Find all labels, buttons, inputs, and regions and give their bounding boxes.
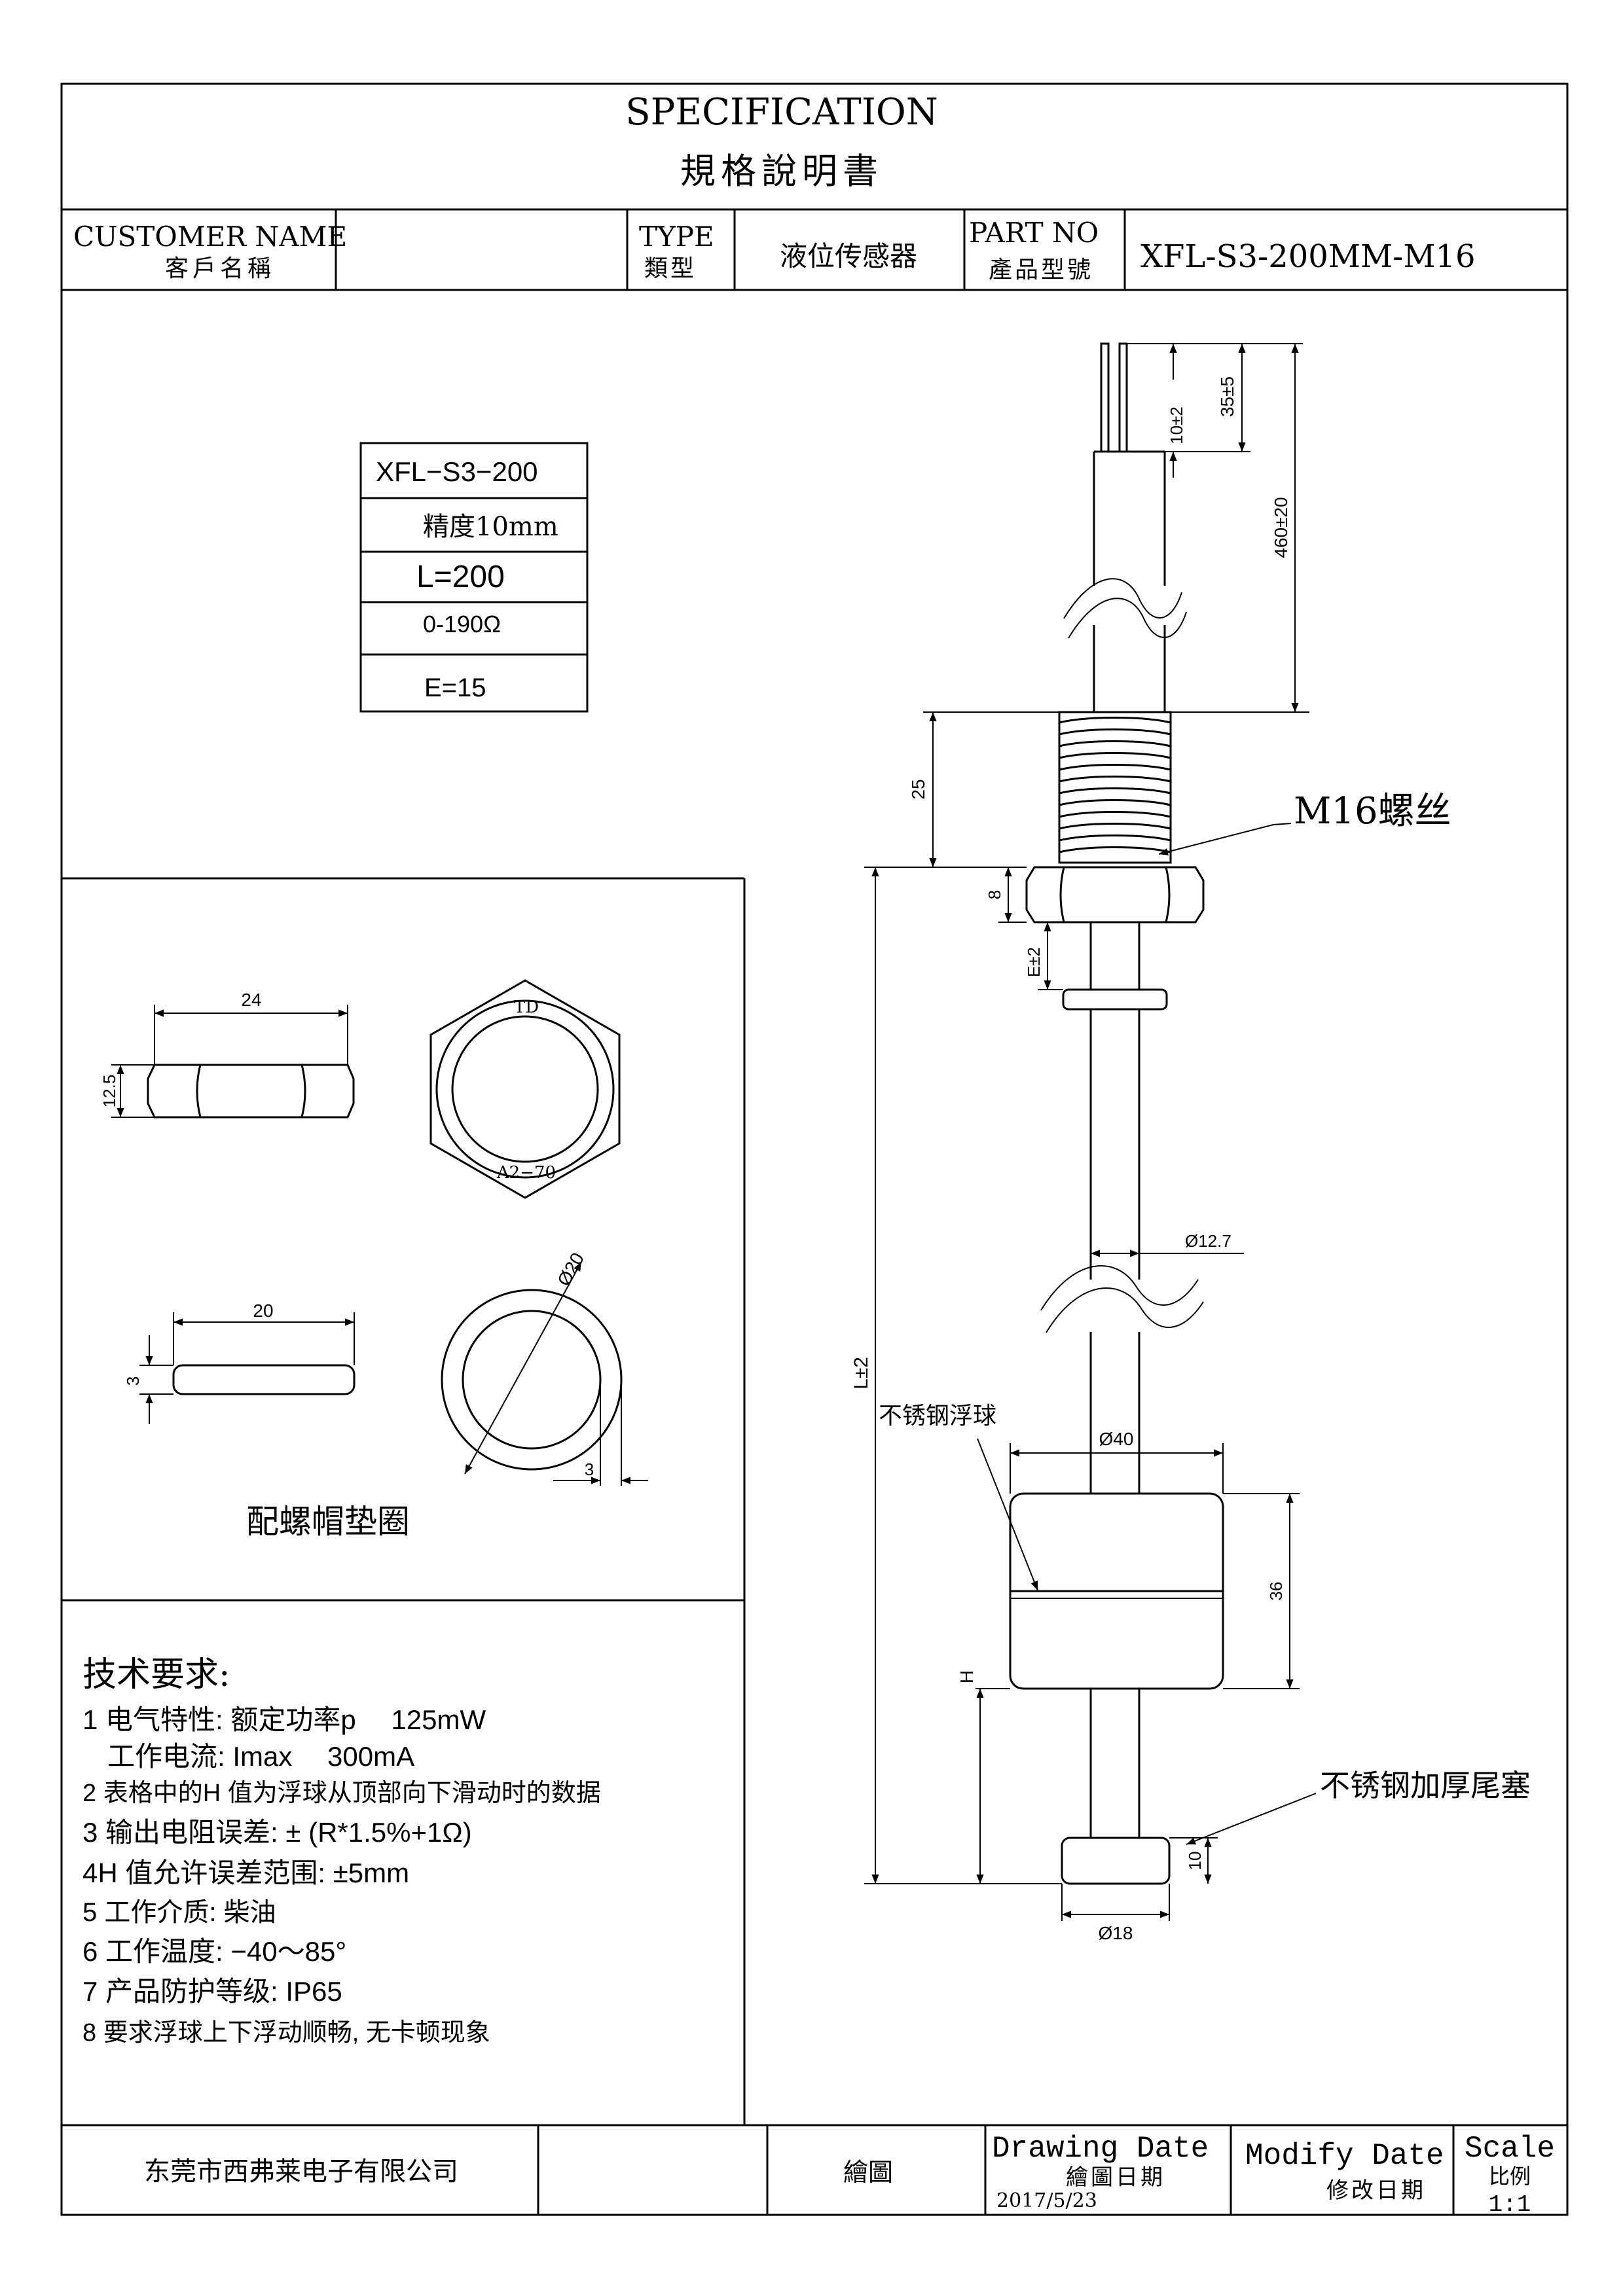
washer-top-view	[441, 1261, 648, 1486]
nut-width-label: 24	[241, 990, 261, 1010]
washer-side-view	[139, 1312, 356, 1424]
requirement-6: 6 工作温度: −40～85°	[82, 1936, 346, 1967]
dim-thread-length: 25	[908, 779, 928, 799]
nut-side-view	[111, 1005, 355, 1119]
drawing-frame	[60, 82, 1569, 2216]
drawing-date-label-zh: 繪圖日期	[1066, 2165, 1165, 2192]
thread-callout: M16螺丝	[1294, 790, 1451, 833]
dim-e: E±2	[1024, 947, 1044, 977]
spec-row-precision: 精度10mm	[423, 512, 558, 542]
title-en: SPECIFICATION	[625, 91, 938, 134]
requirement-1: 1 电气特性: 额定功率p 125mW	[82, 1704, 486, 1735]
part-label-zh: 產品型號	[989, 257, 1093, 283]
type-label-zh: 類型	[644, 255, 697, 282]
spec-row-length: L=200	[416, 560, 505, 594]
drawing-date-label-en: Drawing Date	[992, 2132, 1209, 2166]
requirement-4: 4H 值允许误差范围: ±5mm	[82, 1857, 409, 1888]
scale-label-zh: 比例	[1489, 2165, 1531, 2190]
nut-marking-bottom: A2−70	[496, 1163, 556, 1183]
nut-height-label: 12.5	[100, 1075, 119, 1108]
dim-float-height: 36	[1266, 1582, 1286, 1601]
requirement-3: 3 输出电阻误差: ± (R*1.5%+1Ω)	[82, 1817, 472, 1848]
part-value: XFL-S3-200MM-M16	[1140, 238, 1476, 275]
dim-tube-diameter: Ø12.7	[1185, 1231, 1231, 1251]
sensor-drawing	[1009, 342, 1224, 1885]
float-callout: 不锈钢浮球	[879, 1403, 996, 1429]
spec-row-model: XFL−S3−200	[376, 456, 538, 487]
thread-lines	[1059, 717, 1171, 853]
requirements-title: 技术要求:	[82, 1655, 230, 1695]
dim-tail-diameter: Ø18	[1099, 1923, 1133, 1943]
spec-table: XFL−S3−200 精度10mm L=200 0-190Ω E=15	[359, 442, 589, 713]
scale-value: 1:1	[1489, 2191, 1531, 2218]
dim-l: L±2	[850, 1357, 872, 1390]
part-label-en: PART NO	[969, 217, 1099, 249]
requirement-7: 7 产品防护等级: IP65	[82, 1976, 342, 2007]
dimension-lines	[864, 343, 1309, 1921]
requirement-8: 8 要求浮球上下浮动顺畅, 无卡顿现象	[82, 2019, 490, 2047]
spec-row-resistance: 0-190Ω	[423, 611, 501, 637]
tail-callout: 不锈钢加厚尾塞	[1320, 1768, 1531, 1803]
accessory-caption: 配螺帽垫圈	[246, 1503, 410, 1541]
washer-diameter-label: Ø20	[553, 1249, 588, 1289]
spec-row-e: E=15	[424, 673, 486, 702]
dim-float-diameter: Ø40	[1099, 1429, 1134, 1449]
company-name: 东莞市西弗莱电子有限公司	[144, 2157, 458, 2187]
modify-date-label-zh: 修改日期	[1326, 2178, 1426, 2205]
washer-width-label: 20	[253, 1300, 273, 1321]
modify-date-label-en: Modify Date	[1245, 2139, 1444, 2173]
dim-wire-strip: 35±5	[1217, 376, 1237, 417]
type-value: 液位传感器	[780, 240, 917, 272]
dim-nut-thickness: 8	[985, 890, 1004, 899]
callout-leaders	[977, 823, 1317, 1845]
requirement-5: 5 工作介质: 柴油	[82, 1898, 276, 1927]
draw-label: 繪圖	[843, 2158, 893, 2187]
dim-cable-length: 460±20	[1271, 497, 1291, 558]
washer-ring-label: 3	[585, 1460, 594, 1479]
requirement-2: 2 表格中的H 值为浮球从顶部向下滑动时的数据	[82, 1780, 601, 1807]
dim-h: H	[957, 1670, 977, 1683]
nut-marking-top: TD	[514, 997, 539, 1017]
customer-label-zh: 客戶名稱	[165, 255, 275, 282]
drawing-date-value: 2017/5/23	[996, 2189, 1097, 2212]
scale-label-en: Scale	[1465, 2132, 1555, 2166]
nut-top-view	[429, 979, 621, 1199]
customer-label-en: CUSTOMER NAME	[73, 221, 347, 253]
title-zh: 規格說明書	[680, 151, 883, 192]
requirement-1b: 工作电流: Imax 300mA	[107, 1741, 414, 1772]
washer-thickness-label: 3	[123, 1376, 143, 1386]
dim-tail-height: 10	[1185, 1852, 1205, 1871]
dim-wire-tip: 10±2	[1167, 406, 1186, 444]
type-label-en: TYPE	[639, 221, 714, 253]
